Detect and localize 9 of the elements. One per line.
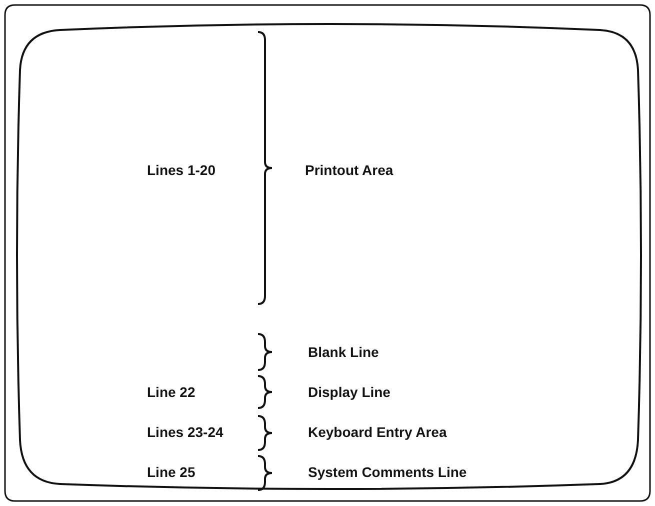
line-range-label: Lines 23-24 <box>147 423 224 441</box>
line-range-label: Lines 1-20 <box>147 161 216 179</box>
area-label: Blank Line <box>308 343 379 361</box>
line-range-label: Line 22 <box>147 383 196 401</box>
area-label: Display Line <box>308 383 390 401</box>
area-label: Keyboard Entry Area <box>308 423 447 441</box>
line-range-label: Line 25 <box>147 463 196 481</box>
area-label: System Comments Line <box>308 463 467 481</box>
area-label: Printout Area <box>305 161 394 179</box>
